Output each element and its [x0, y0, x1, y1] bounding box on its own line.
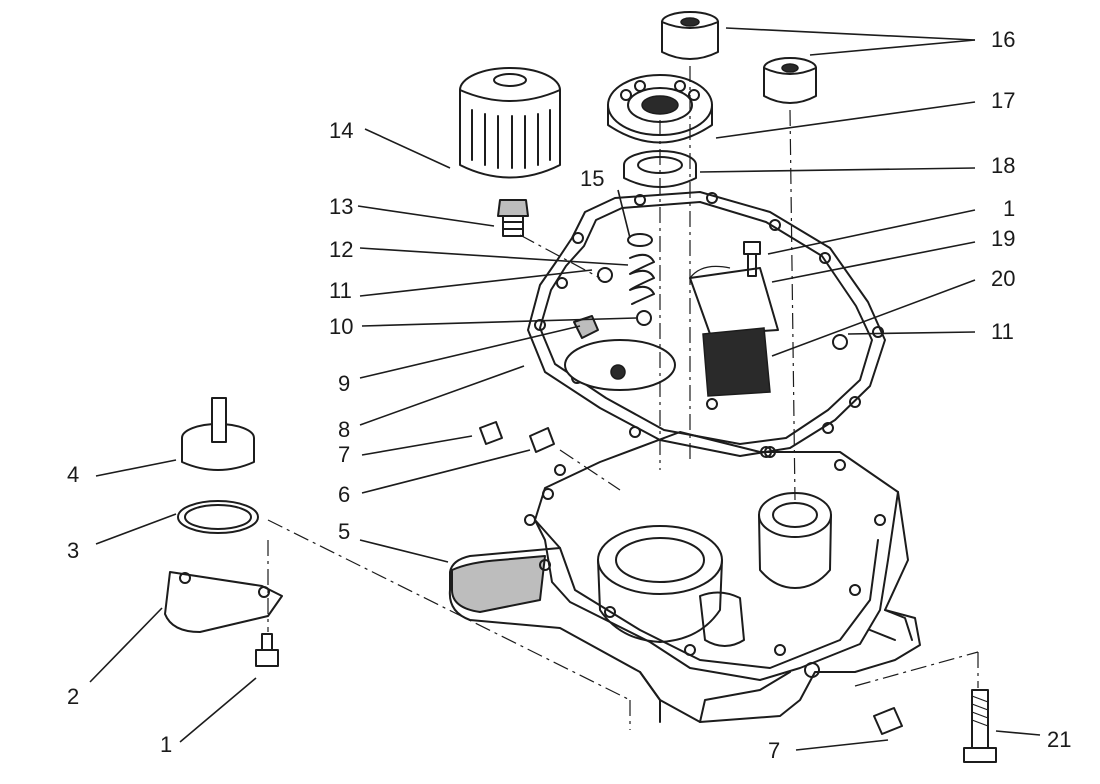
relief-spring-part [627, 233, 655, 305]
spacer-part [661, 11, 817, 104]
drive-shaft-part [181, 397, 255, 471]
callout-1-upper: 1 [1003, 196, 1016, 221]
callout-11-left: 11 [329, 278, 352, 303]
relief-ball-part [636, 310, 652, 326]
fitting-part [573, 315, 599, 339]
callout-11-right: 11 [991, 319, 1014, 344]
callout-12: 12 [329, 237, 354, 262]
long-bolt-part [963, 689, 997, 763]
bolt-part [255, 633, 279, 667]
callout-3: 3 [67, 538, 80, 563]
callout-1-lower: 1 [160, 732, 173, 757]
plug-part-2 [529, 427, 555, 453]
callout-16: 16 [991, 27, 1016, 52]
filter-screen-part [702, 327, 771, 397]
callout-5: 5 [338, 519, 351, 544]
o-ring-part [177, 500, 259, 534]
callout-2: 2 [67, 684, 80, 709]
callout-20: 20 [991, 266, 1016, 291]
callout-7-lower: 7 [768, 738, 781, 763]
oil-filter-part [459, 67, 561, 179]
callout-17: 17 [991, 88, 1016, 113]
mounting-plate-part [689, 267, 779, 335]
callout-8: 8 [338, 417, 351, 442]
callout-19: 19 [991, 226, 1016, 251]
callout-10: 10 [329, 314, 354, 339]
screw-part [743, 241, 761, 255]
callout-9: 9 [338, 371, 351, 396]
orifice-part [610, 364, 626, 380]
callout-13: 13 [329, 194, 354, 219]
callout-21: 21 [1047, 727, 1072, 752]
dowel-pin-part-2 [832, 334, 848, 350]
callout-18: 18 [991, 153, 1016, 178]
callout-6: 6 [338, 482, 351, 507]
plug-part-3 [873, 707, 903, 735]
callout-15: 15 [580, 166, 605, 191]
dowel-pin-part [597, 267, 613, 283]
leader-lines [89, 27, 1041, 751]
callout-4: 4 [67, 462, 80, 487]
callout-14: 14 [329, 118, 354, 143]
plug-part [479, 421, 503, 445]
callout-7-upper: 7 [338, 442, 351, 467]
assembly-lines [267, 66, 979, 730]
cover-plate-part [164, 571, 283, 633]
housing-part [448, 431, 921, 723]
filter-adapter-part [497, 199, 529, 237]
